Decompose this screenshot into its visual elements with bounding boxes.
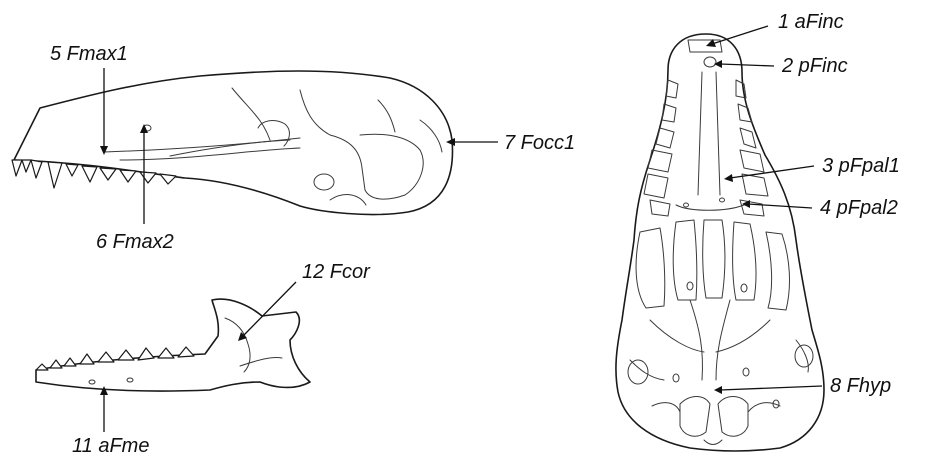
label-pfinc: 2 pFinc <box>781 55 848 77</box>
mandible-outline <box>36 299 310 391</box>
label-fhyp: 8 Fhyp <box>830 375 891 397</box>
mandible-view <box>36 282 310 432</box>
label-fmax1: 5 Fmax1 <box>50 43 128 65</box>
label-pfpal1: 3 pFpal1 <box>822 155 900 177</box>
label-fcor: 12 Fcor <box>302 261 371 283</box>
label-afme: 11 aFme <box>72 435 149 457</box>
lateral-skull-outline <box>14 71 452 214</box>
label-focc1: 7 Focc1 <box>504 132 575 154</box>
lateral-skull-view <box>12 68 498 224</box>
label-afinc: 1 aFinc <box>778 11 844 33</box>
ventral-skull-view <box>616 26 824 451</box>
label-pfpal2: 4 pFpal2 <box>820 197 898 219</box>
label-fmax2: 6 Fmax2 <box>96 231 174 253</box>
